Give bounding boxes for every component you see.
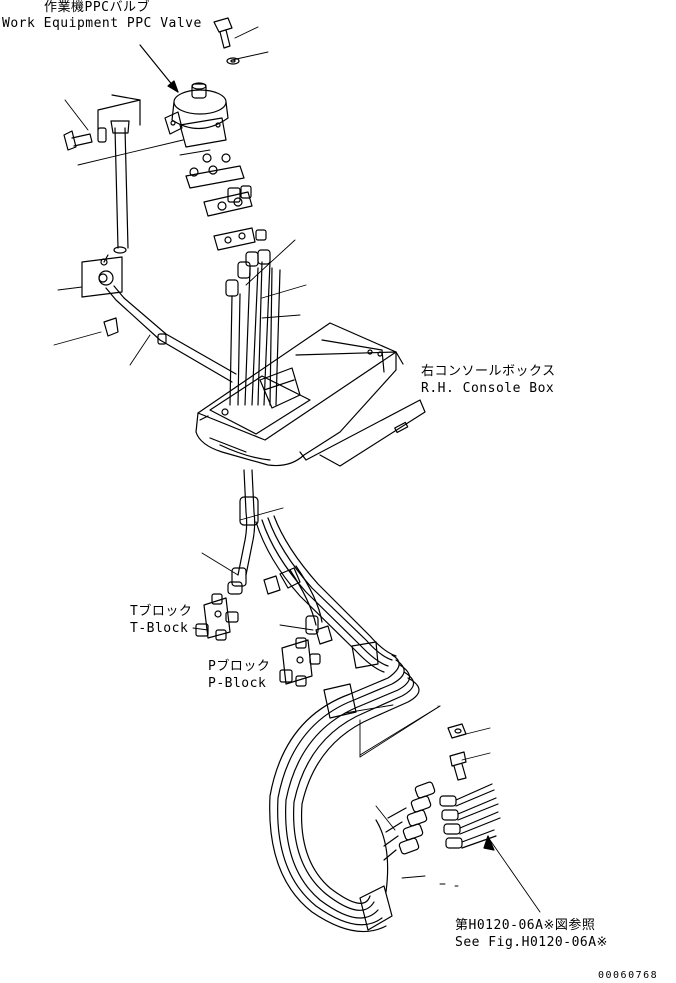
- see-figure-label-en: See Fig.H0120-06A※: [455, 935, 608, 950]
- reference-arrows: [139, 44, 495, 851]
- console-box-label-ja: 右コンソールボックス: [421, 364, 556, 379]
- p-block: [279, 637, 321, 687]
- bolt-upper: [213, 17, 240, 65]
- see-figure-label-ja: 第H0120-06A※図参照: [455, 918, 596, 933]
- t-block-label-ja: Tブロック: [130, 604, 193, 619]
- upper-hose-bundle: [229, 261, 281, 406]
- callout-leaders: [53, 26, 541, 913]
- console-box: [195, 322, 426, 467]
- separate-hoses: [439, 783, 501, 849]
- drawing-number: 00060768: [598, 970, 659, 981]
- clamp-bolt: [447, 723, 467, 781]
- hose-end-fittings: [383, 781, 436, 861]
- lower-hose-run: [227, 469, 397, 673]
- bolt-left: [63, 127, 107, 151]
- ppc-valve: [164, 82, 229, 148]
- t-block: [195, 593, 239, 641]
- hose-loop: [269, 641, 420, 933]
- left-tube: [81, 120, 237, 383]
- hose-clamps: [263, 575, 333, 645]
- p-block-label-en: P-Block: [208, 676, 267, 691]
- ppc-valve-label-en: Work Equipment PPC Valve: [2, 16, 202, 31]
- ppc-valve-label-ja: 作業機PPCバルブ: [44, 0, 150, 15]
- p-block-label-ja: Pブロック: [208, 659, 271, 674]
- bracket-outline: [97, 94, 141, 131]
- t-block-label-en: T-Block: [130, 621, 189, 636]
- console-box-label-en: R.H. Console Box: [421, 381, 555, 396]
